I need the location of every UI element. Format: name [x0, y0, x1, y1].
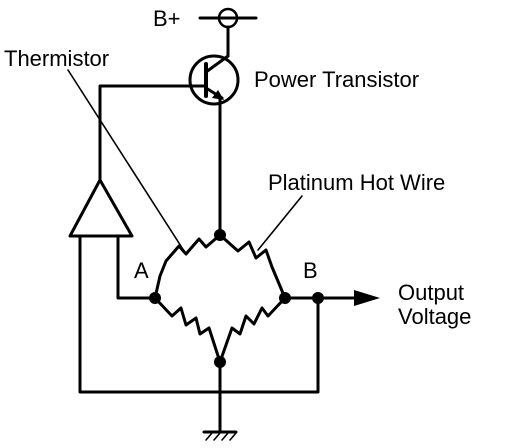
thermistor-leader	[67, 69, 187, 255]
node-a-label: A	[134, 258, 149, 283]
output-label-line1: Output	[398, 280, 464, 305]
platinum-hot-wire-label: Platinum Hot Wire	[268, 170, 445, 195]
power-transistor-label: Power Transistor	[254, 67, 419, 92]
transistor-icon	[188, 46, 240, 237]
node-top	[214, 229, 226, 241]
battery-terminal-icon	[198, 7, 258, 50]
node-a-dot	[149, 292, 161, 304]
base-drive-wire	[98, 84, 192, 182]
hot-wire-leader	[257, 195, 303, 251]
thermistor-label: Thermistor	[4, 46, 109, 71]
op-amp-icon	[68, 178, 134, 238]
feedback-wire	[78, 234, 320, 394]
node-b-label: B	[303, 258, 318, 283]
ground-icon	[202, 360, 238, 441]
input-a-wire	[116, 234, 157, 300]
bridge-resistors	[153, 233, 287, 364]
output-label-line2: Voltage	[398, 304, 471, 329]
supply-label: B+	[153, 6, 181, 31]
arrow-icon	[354, 290, 380, 306]
